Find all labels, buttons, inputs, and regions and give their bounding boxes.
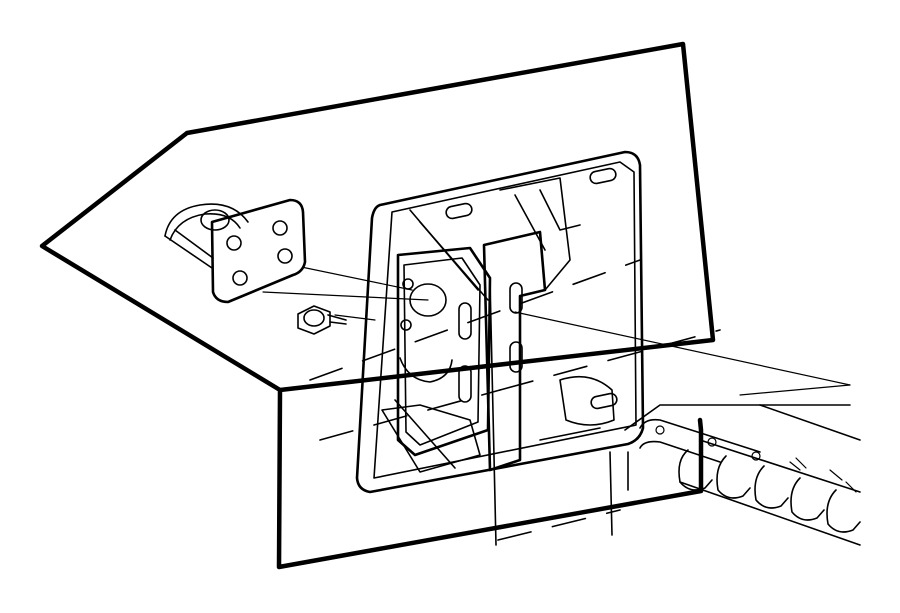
mounting-bracket xyxy=(164,198,307,304)
bolt xyxy=(297,305,347,335)
frame-rail xyxy=(609,404,861,536)
cutaway-panel-outline xyxy=(39,41,716,570)
exhaust-pipe xyxy=(639,418,861,546)
leader-lines xyxy=(257,257,851,396)
hinge-bracket xyxy=(381,177,615,473)
section-lines xyxy=(309,259,721,546)
mounting-plate xyxy=(355,150,645,494)
